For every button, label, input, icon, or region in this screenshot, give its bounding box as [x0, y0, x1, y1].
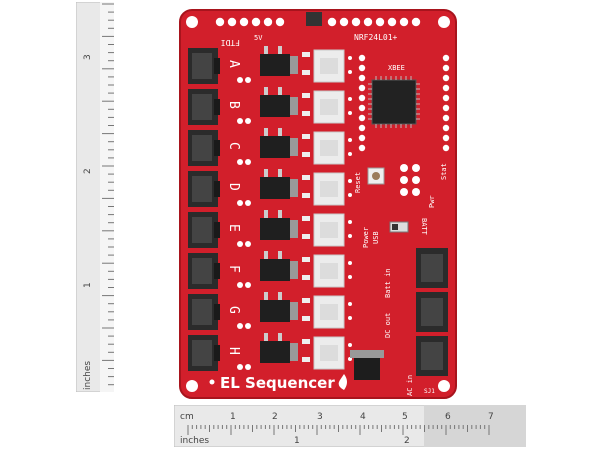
ruler-cm-5: 5	[402, 412, 408, 422]
voltage-regulator	[354, 354, 380, 380]
channel-h: H	[188, 333, 352, 371]
channel-a: A	[188, 46, 352, 84]
ruler-cm-3: 3	[317, 412, 323, 422]
channel-e: E	[188, 210, 352, 248]
xbee-pads	[358, 54, 450, 152]
channel-g: G	[188, 292, 352, 330]
triac	[260, 300, 290, 322]
channel-label: D	[226, 183, 241, 191]
ac-in-label: AC in	[406, 375, 414, 396]
pwr-label: Pwr	[428, 195, 436, 208]
triac	[260, 95, 290, 117]
mounting-hole	[438, 16, 450, 28]
channel-label: H	[226, 347, 241, 355]
triac	[260, 54, 290, 76]
ruler-mark-1: 1	[83, 282, 93, 288]
battery-connector	[416, 248, 448, 288]
channel-label: E	[226, 224, 241, 232]
flame-logo-icon	[338, 374, 347, 390]
el-sequencer-board: FTDI 5V NRF24L01+ XBEE A B C D E F G H Reset Pw…	[179, 9, 457, 399]
vertical-ruler: 3 2 1 inches	[76, 2, 114, 392]
ruler-cm-4: 4	[360, 412, 366, 422]
channel-label: F	[226, 265, 241, 273]
nrf-label: NRF24L01+	[354, 33, 398, 42]
board-name: EL Sequencer	[220, 374, 335, 392]
channel-label: C	[226, 142, 241, 150]
triac	[260, 177, 290, 199]
ruler-mark-2: 2	[83, 168, 93, 174]
slide-switch	[306, 12, 322, 26]
horizontal-ruler: cm 1 2 3 4 5 6 7 inches 1 2	[174, 405, 526, 447]
ftdi-label: FTDI	[221, 38, 240, 47]
ruler-inch-2: 2	[404, 436, 410, 446]
triac	[260, 341, 290, 363]
5v-label: 5V	[254, 34, 263, 42]
header-pads	[215, 17, 421, 27]
mounting-hole	[186, 380, 198, 392]
ruler-inch-1: 1	[294, 436, 300, 446]
triac	[260, 259, 290, 281]
ruler-cm-label: cm	[180, 412, 194, 422]
ruler-unit-label: inches	[83, 361, 93, 390]
channel-array: A B C D E F G H	[188, 46, 352, 371]
ruler-mark-3: 3	[83, 54, 93, 60]
ruler-inch-label: inches	[180, 436, 209, 446]
channel-label: A	[226, 60, 241, 68]
channel-d: D	[188, 169, 352, 207]
triac	[260, 136, 290, 158]
stat-label: Stat	[440, 163, 448, 180]
usb-label: USB	[372, 231, 380, 244]
xbee-label: XBEE	[388, 64, 405, 72]
ruler-cm-1: 1	[230, 412, 236, 422]
channel-c: C	[188, 128, 352, 166]
dc-out-connector	[416, 292, 448, 332]
ruler-cm-2: 2	[272, 412, 278, 422]
batt-in-label: Batt in	[384, 268, 392, 298]
triac	[260, 218, 290, 240]
microcontroller-chip	[371, 79, 417, 125]
dc-out-label: DC out	[384, 313, 392, 338]
channel-label: G	[226, 306, 241, 314]
ac-in-connector	[416, 336, 448, 376]
ruler-cm-7: 7	[488, 412, 494, 422]
mounting-hole	[438, 380, 450, 392]
mounting-hole	[186, 16, 198, 28]
channel-b: B	[188, 87, 352, 125]
power-label: Power	[362, 227, 370, 248]
ruler-cm-6: 6	[445, 412, 451, 422]
batt-label: BATT	[420, 218, 428, 236]
power-switch	[389, 221, 409, 233]
channel-label: B	[226, 101, 241, 109]
sj1-label: SJ1	[424, 388, 435, 395]
reset-label: Reset	[354, 172, 362, 193]
channel-f: F	[188, 251, 352, 289]
